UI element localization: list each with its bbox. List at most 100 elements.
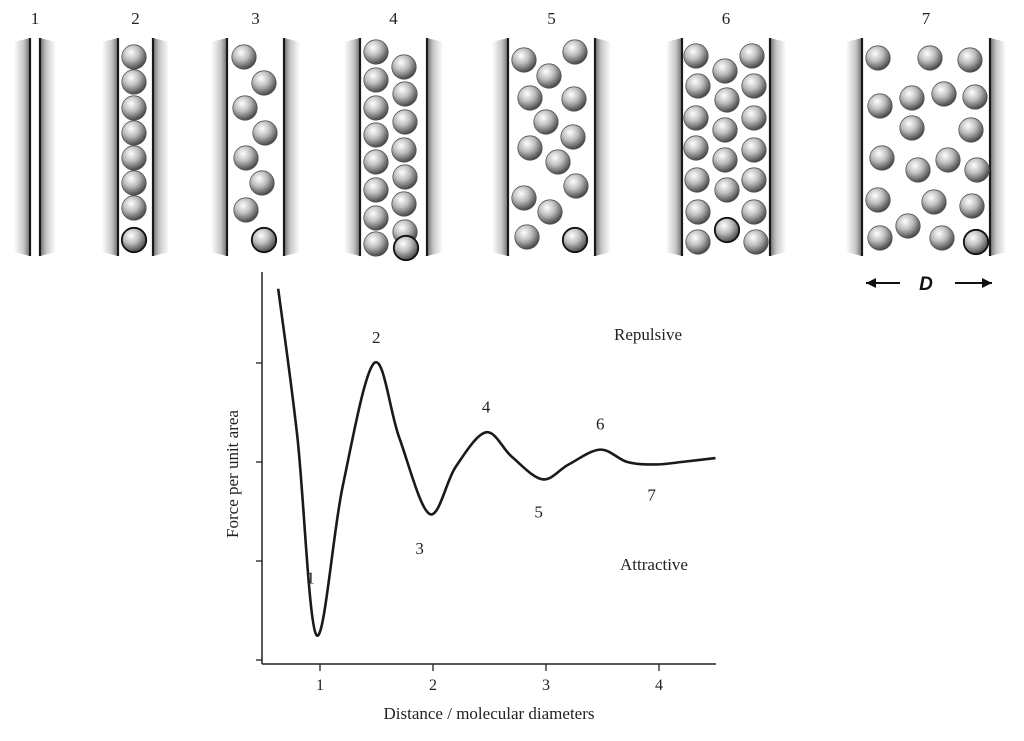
molecule-sphere bbox=[537, 199, 563, 225]
molecule-sphere bbox=[233, 145, 259, 171]
molecule-sphere bbox=[363, 67, 389, 93]
molecule-sphere bbox=[232, 95, 258, 121]
molecule-sphere bbox=[684, 167, 710, 193]
x-tick-label: 4 bbox=[655, 677, 663, 694]
molecule-sphere bbox=[121, 170, 147, 196]
y-axis-ticks bbox=[256, 362, 262, 661]
molecule-sphere bbox=[899, 85, 925, 111]
right-wall bbox=[153, 38, 169, 256]
molecule-sphere bbox=[712, 58, 738, 84]
arrowhead-left-icon bbox=[866, 278, 876, 288]
molecule-sphere bbox=[121, 120, 147, 146]
right-wall bbox=[284, 38, 300, 256]
molecule-sphere bbox=[511, 185, 537, 211]
confinement-panel: 3 bbox=[211, 9, 300, 256]
molecule-sphere bbox=[867, 93, 893, 119]
molecule-sphere bbox=[231, 44, 257, 70]
molecule-sphere bbox=[563, 173, 589, 199]
right-wall bbox=[40, 38, 56, 256]
molecule-sphere bbox=[865, 45, 891, 71]
confinement-panel: 7 bbox=[846, 9, 1006, 256]
molecule-sphere bbox=[363, 122, 389, 148]
molecule-sphere bbox=[536, 63, 562, 89]
molecule-sphere bbox=[233, 197, 259, 223]
molecule-sphere bbox=[712, 147, 738, 173]
panel-number-label: 5 bbox=[547, 9, 556, 28]
confinement-panel: 2 bbox=[102, 9, 169, 256]
molecule-sphere bbox=[121, 44, 147, 70]
molecule-sphere bbox=[363, 177, 389, 203]
x-tick-label: 1 bbox=[316, 677, 324, 694]
molecule-sphere bbox=[905, 157, 931, 183]
right-wall bbox=[595, 38, 611, 256]
confinement-panel: 1 bbox=[14, 9, 56, 256]
molecule-sphere bbox=[391, 54, 417, 80]
molecule-sphere bbox=[252, 120, 278, 146]
molecule-sphere bbox=[741, 199, 767, 225]
curve-point-label: 4 bbox=[482, 397, 491, 416]
x-tick-label: 3 bbox=[542, 677, 550, 694]
separation-indicator: D bbox=[866, 274, 992, 295]
molecule-sphere bbox=[533, 109, 559, 135]
molecule-sphere bbox=[121, 145, 147, 171]
molecule-sphere bbox=[683, 135, 709, 161]
left-wall bbox=[14, 38, 30, 256]
molecule-sphere bbox=[249, 170, 275, 196]
molecule-sphere bbox=[363, 205, 389, 231]
molecule-sphere bbox=[741, 167, 767, 193]
molecule-sphere bbox=[392, 109, 418, 135]
molecule-sphere bbox=[514, 224, 540, 250]
molecule-sphere bbox=[121, 95, 147, 121]
x-axis-ticks: 1 2 3 4 bbox=[316, 664, 663, 694]
molecule-sphere bbox=[741, 73, 767, 99]
molecule-sphere bbox=[957, 47, 983, 73]
molecule-sphere bbox=[743, 229, 769, 255]
panel-number-label: 1 bbox=[31, 9, 40, 28]
molecule-sphere bbox=[713, 216, 741, 244]
force-curve bbox=[276, 288, 716, 637]
molecule-sphere bbox=[685, 73, 711, 99]
molecule-sphere bbox=[683, 105, 709, 131]
molecule-sphere bbox=[121, 195, 147, 221]
curve-point-label: 6 bbox=[596, 415, 605, 434]
panel-number-label: 6 bbox=[722, 9, 731, 28]
molecule-sphere bbox=[714, 177, 740, 203]
molecule-sphere bbox=[391, 137, 417, 163]
molecule-sphere bbox=[958, 117, 984, 143]
molecule-sphere bbox=[959, 193, 985, 219]
molecule-sphere bbox=[392, 164, 418, 190]
molecule-sphere bbox=[935, 147, 961, 173]
repulsive-label: Repulsive bbox=[614, 325, 682, 344]
molecule-sphere bbox=[895, 213, 921, 239]
panel-number-label: 7 bbox=[922, 9, 931, 28]
molecule-sphere bbox=[869, 145, 895, 171]
panel-number-label: 2 bbox=[131, 9, 140, 28]
x-axis-title: Distance / molecular diameters bbox=[384, 704, 595, 723]
molecule-sphere bbox=[739, 43, 765, 69]
molecule-sphere bbox=[962, 84, 988, 110]
molecule-sphere bbox=[392, 234, 420, 262]
molecule-sphere bbox=[917, 45, 943, 71]
left-wall bbox=[102, 38, 118, 256]
molecule-sphere bbox=[899, 115, 925, 141]
molecule-sphere bbox=[120, 226, 148, 254]
molecule-sphere bbox=[867, 225, 893, 251]
x-tick-label: 2 bbox=[429, 677, 437, 694]
confinement-panel: 6 bbox=[666, 9, 786, 256]
molecule-sphere bbox=[964, 157, 990, 183]
curve-point-label: 3 bbox=[415, 539, 424, 558]
molecule-sphere bbox=[561, 226, 589, 254]
molecule-sphere bbox=[511, 47, 537, 73]
left-wall bbox=[344, 38, 360, 256]
molecule-sphere bbox=[962, 228, 990, 256]
panel-number-label: 3 bbox=[251, 9, 260, 28]
molecule-sphere bbox=[251, 70, 277, 96]
y-axis-title: Force per unit area bbox=[223, 410, 242, 538]
confinement-panels: 1 2 3 4 5 6 7 bbox=[14, 9, 1006, 262]
arrowhead-right-icon bbox=[982, 278, 992, 288]
panel-number-label: 4 bbox=[389, 9, 398, 28]
molecule-sphere bbox=[683, 43, 709, 69]
curve-point-label: 7 bbox=[647, 485, 656, 504]
molecule-sphere bbox=[391, 191, 417, 217]
